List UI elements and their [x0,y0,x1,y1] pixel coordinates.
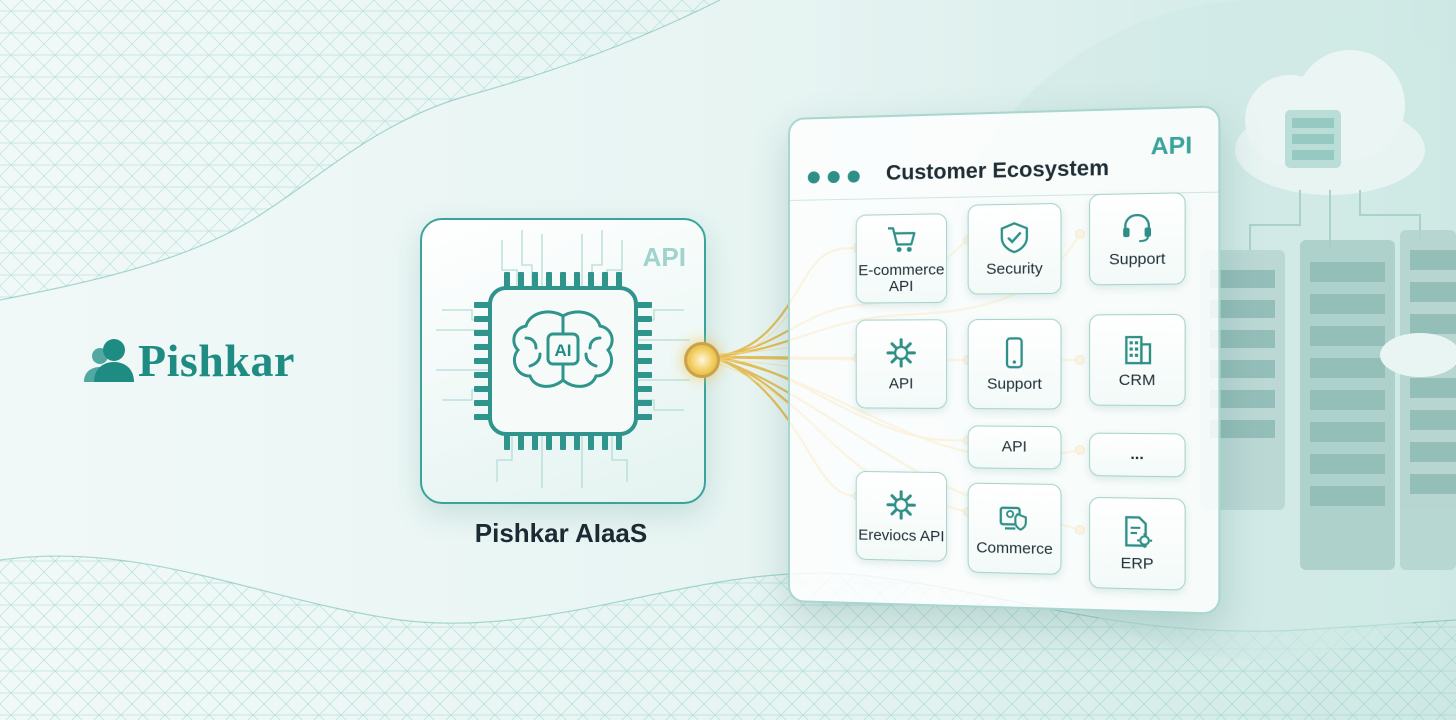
brand-logo: Pishkar [82,332,295,388]
shield-icon [997,220,1032,255]
phone-icon [997,335,1032,370]
customer-ecosystem-panel: Customer Ecosystem API E-commerce API Se… [788,105,1221,615]
window-dot [827,170,840,184]
cart-icon [884,222,919,252]
tile-label: ... [1130,445,1144,464]
connector-node [684,342,720,378]
circuit-chip-graphic: AI [436,230,690,488]
tile-api-small[interactable]: API [967,425,1062,470]
tile-label: E-commerce API [858,261,945,296]
tile-label: CRM [1118,371,1156,390]
tile-more[interactable]: ... [1089,432,1186,478]
person-icon [84,339,134,382]
tile-label: Support [1108,250,1166,269]
tile-ereviocs-api[interactable]: Ereviocs API [855,470,948,562]
server-racks [1200,230,1456,570]
tile-ecommerce-api[interactable]: E-commerce API [855,213,948,304]
gear-icon [884,336,919,371]
tile-security[interactable]: Security [967,202,1062,295]
window-dots [807,170,860,184]
chip-api-badge: API [642,242,686,272]
tile-commerce[interactable]: Commerce [967,482,1062,575]
window-dot [807,171,820,184]
tile-label: Support [987,375,1042,393]
tile-crm[interactable]: CRM [1089,313,1186,407]
panel-api-badge: API [1150,131,1193,160]
tile-support-headset[interactable]: Support [1089,192,1186,286]
tile-support-phone[interactable]: Support [967,318,1062,410]
building-icon [1119,331,1155,367]
cloud-icon [1235,50,1425,250]
headset-icon [1119,210,1155,246]
chip-core-label: AI [555,341,572,360]
tile-api[interactable]: API [855,319,948,409]
window-dot [847,170,860,183]
tile-erp[interactable]: ERP [1089,496,1186,591]
commerce-icon [997,499,1032,535]
tile-label: ERP [1120,554,1154,574]
brand-name: Pishkar [138,334,295,386]
panel-title: Customer Ecosystem [885,156,1109,185]
ai-chip-card: AI API [420,218,706,504]
tile-label: API [888,375,914,393]
tile-label: API [1001,437,1027,456]
tile-label: Security [986,259,1043,279]
tile-label: Commerce [976,539,1053,559]
document-gear-icon [1119,514,1155,550]
chip-caption: Pishkar AIaaS [474,518,648,548]
tile-label: Ereviocs API [858,526,945,546]
gear-icon [884,487,919,522]
